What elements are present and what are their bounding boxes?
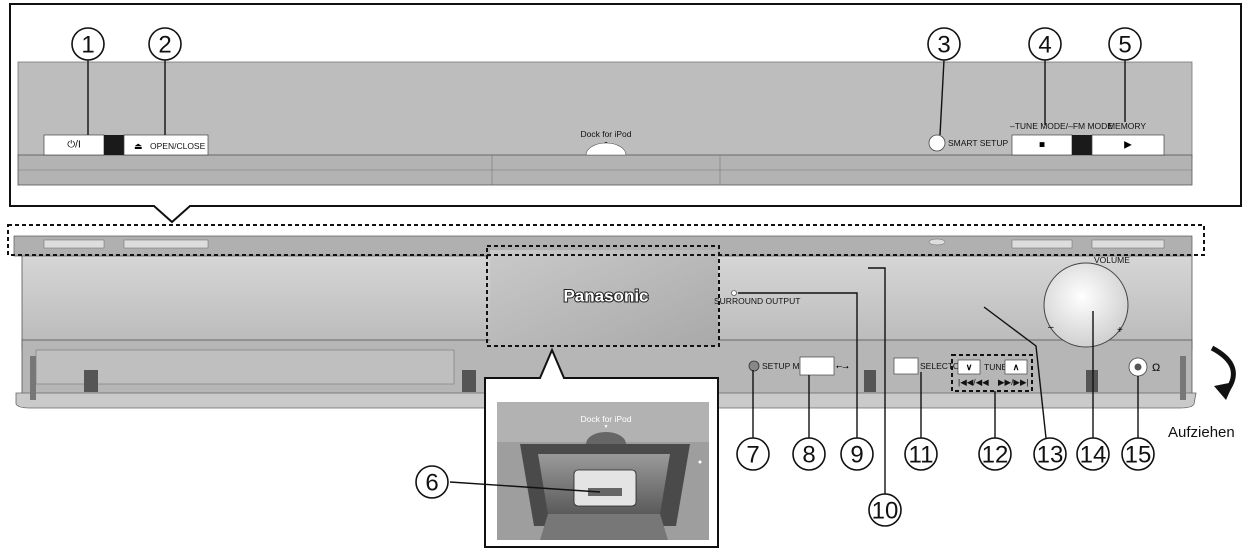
- callout-number-1: 1: [81, 32, 94, 59]
- ipod-connector: [588, 488, 622, 496]
- tune-mode-label: –TUNE MODE/–FM MODE: [1010, 121, 1113, 131]
- callout-circle-15: [1121, 437, 1155, 471]
- headphone-icon: Ω: [1152, 362, 1160, 374]
- top-leaders: [87, 59, 1126, 136]
- callout-circle-7: [736, 437, 770, 471]
- dashed-highlights: [7, 224, 1205, 392]
- callout-number-11: 11: [909, 442, 934, 469]
- skip-fwd-label: ▶▶/▶▶|: [998, 377, 1029, 387]
- volume-minus-label: –: [1048, 322, 1054, 333]
- callout-circle-5: [1108, 27, 1142, 61]
- callout-number-6: 6: [425, 470, 438, 497]
- callout-number-3: 3: [937, 32, 950, 59]
- usb-icon: ⭠⭢: [836, 362, 849, 371]
- callout-circle-10: [868, 493, 902, 527]
- callout-circle-14: [1076, 437, 1110, 471]
- svg-text:▼: ▼: [604, 424, 609, 430]
- volume-label: VOLUME: [1094, 255, 1130, 265]
- tune-up-button[interactable]: [1004, 359, 1028, 375]
- callout-number-13: 13: [1037, 442, 1064, 469]
- zoom-top-strip: ⏻/I ⏏ OPEN/CLOSE Dock for iPod ▼ SMART S…: [9, 3, 1242, 224]
- aufziehen-label: Aufziehen: [1168, 424, 1235, 441]
- tune-down-button[interactable]: [957, 359, 981, 375]
- selector-button[interactable]: [893, 357, 919, 375]
- callout-circle-13: [1033, 437, 1067, 471]
- callout-number-4: 4: [1038, 32, 1051, 59]
- stop-icon: ■: [1039, 140, 1045, 151]
- smart-setup-button[interactable]: [928, 134, 946, 152]
- panasonic-logo: Panasonic: [563, 287, 648, 306]
- volume-knob[interactable]: [1043, 262, 1129, 348]
- memory-label: MEMORY: [1108, 121, 1146, 131]
- callout-circle-4: [1028, 27, 1062, 61]
- bottom-leaders: [449, 267, 1139, 494]
- dock-inset: Dock for iPod ▼: [484, 347, 719, 548]
- skip-back-label: |◀◀/◀◀: [958, 377, 989, 387]
- eject-icon: ⏏: [134, 141, 143, 151]
- open-close-label: OPEN/CLOSE: [150, 141, 206, 151]
- callout-number-7: 7: [746, 442, 759, 469]
- callout-number-10: 10: [872, 498, 899, 525]
- smart-setup-label: SMART SETUP: [948, 138, 1008, 148]
- callout-circle-9: [840, 437, 874, 471]
- callout-circle-3: [927, 27, 961, 61]
- dock-for-ipod-label: Dock for iPod: [580, 129, 631, 139]
- callout-circle-1: [71, 27, 105, 61]
- callout-number-2: 2: [158, 32, 171, 59]
- callout-circle-2: [148, 27, 182, 61]
- callout-number-14: 14: [1080, 442, 1107, 469]
- main-unit: Panasonic SURROUND OUTPUT VOLUME – + SET…: [13, 235, 1197, 409]
- tune-up-icon: ∧: [1013, 362, 1020, 372]
- ipod-dock-lid[interactable]: [585, 142, 627, 156]
- open-close-button[interactable]: [123, 134, 209, 156]
- callout-circle-8: [792, 437, 826, 471]
- play-icon: ▶: [1124, 140, 1132, 151]
- surround-output-label: SURROUND OUTPUT: [714, 296, 800, 306]
- callout-number-12: 12: [982, 442, 1009, 469]
- tune-down-icon: ∨: [966, 362, 973, 372]
- power-label: ⏻/I: [67, 140, 80, 151]
- callout-number-15: 15: [1125, 442, 1152, 469]
- inset-dock-for-ipod-label: Dock for iPod: [580, 414, 631, 424]
- tune-label: TUNE: [984, 362, 1007, 372]
- play-button[interactable]: [1091, 134, 1165, 156]
- callout-circle-11: [904, 437, 938, 471]
- surround-output-indicator: [731, 290, 737, 296]
- callout-number-9: 9: [850, 442, 863, 469]
- callout-circle-12: [978, 437, 1012, 471]
- callout-circle-6: [415, 465, 449, 499]
- volume-plus-label: +: [1117, 325, 1123, 336]
- selector-label: SELECTOR: [920, 361, 966, 371]
- setup-mic-jack[interactable]: [748, 360, 760, 372]
- usb-port[interactable]: [799, 356, 835, 376]
- setup-mic-label: SETUP MIC: [762, 361, 808, 371]
- callout-number-8: 8: [802, 442, 815, 469]
- callout-number-5: 5: [1118, 32, 1131, 59]
